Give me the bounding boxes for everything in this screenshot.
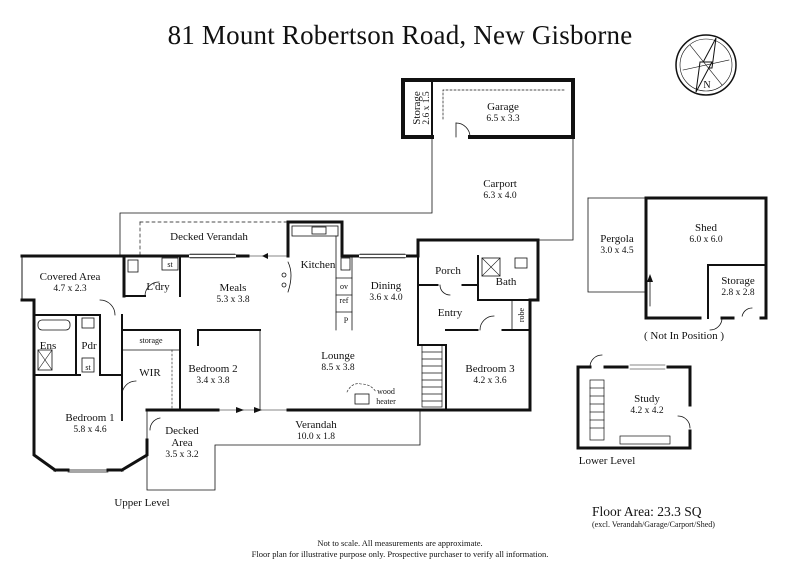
room-storage-shed-name: Storage <box>721 275 755 287</box>
room-storage-top-dim: 2.6 x 1.5 <box>422 91 432 125</box>
laundry-walls <box>122 254 181 298</box>
room-carport-dim: 6.3 x 4.0 <box>483 191 517 201</box>
room-verandah-dim: 10.0 x 1.8 <box>297 432 335 442</box>
label-ref: ref <box>340 296 349 305</box>
room-bath-name: Bath <box>496 276 517 288</box>
room-dining-name: Dining <box>371 280 402 292</box>
room-pergola-name: Pergola <box>600 233 634 245</box>
note-not-in-position: ( Not In Position ) <box>644 330 724 342</box>
disclaimer: Not to scale. All measurements are appro… <box>0 538 800 560</box>
room-dining-dim: 3.6 x 4.0 <box>369 293 403 303</box>
room-entry-name: Entry <box>438 307 463 319</box>
label-ov: ov <box>340 282 348 291</box>
label-storage: storage <box>139 336 163 345</box>
room-bedroom3-dim: 4.2 x 3.6 <box>473 376 507 386</box>
room-bedroom2-dim: 3.4 x 3.8 <box>196 376 230 386</box>
room-study-dim: 4.2 x 4.2 <box>630 406 664 416</box>
room-lounge-dim: 8.5 x 3.8 <box>321 363 355 373</box>
room-shed-name: Shed <box>695 222 718 234</box>
room-wir-name: WIR <box>139 367 161 379</box>
room-shed-dim: 6.0 x 6.0 <box>689 235 723 245</box>
room-pdr-name: Pdr <box>81 340 97 352</box>
room-meals-dim: 5.3 x 3.8 <box>216 295 250 305</box>
floor-area: Floor Area: 23.3 SQ <box>592 504 702 519</box>
room-covered-area-dim: 4.7 x 2.3 <box>53 284 87 294</box>
room-covered-area-name: Covered Area <box>40 271 101 283</box>
note-upper-level: Upper Level <box>114 497 169 509</box>
room-bedroom1-dim: 5.8 x 4.6 <box>73 425 107 435</box>
room-bedroom1-name: Bedroom 1 <box>65 412 114 424</box>
room-lounge-name: Lounge <box>321 350 355 362</box>
label-heater: heater <box>376 397 396 406</box>
room-kitchen-name: Kitchen <box>301 259 336 271</box>
label-st-laundry: st <box>167 260 173 269</box>
compass-icon <box>675 34 737 96</box>
room-laundry-name: L'dry <box>146 281 170 293</box>
room-meals-name: Meals <box>220 282 247 294</box>
compass-letter: N <box>703 80 710 91</box>
room-bedroom3-name: Bedroom 3 <box>465 363 515 375</box>
room-ens-name: Ens <box>40 340 57 352</box>
shed-walls <box>587 196 768 331</box>
room-verandah-name: Verandah <box>295 419 337 431</box>
disclaimer-line2: Floor plan for illustrative purpose only… <box>251 549 549 559</box>
disclaimer-line1: Not to scale. All measurements are appro… <box>317 538 483 548</box>
room-storage-top-name: Storage <box>411 91 423 125</box>
room-porch-name: Porch <box>435 265 461 277</box>
carport-outline <box>119 136 433 257</box>
room-decked-area-dim: 3.5 x 3.2 <box>165 450 199 460</box>
room-garage-dim: 6.5 x 3.3 <box>486 114 520 124</box>
room-decked-area-name: Decked <box>165 425 199 437</box>
study-walls <box>576 354 692 450</box>
plan-title: 81 Mount Robertson Road, New Gisborne <box>167 20 633 50</box>
label-st-pdr: st <box>85 363 91 372</box>
garage-walls <box>401 78 575 139</box>
room-carport-name: Carport <box>483 178 517 190</box>
room-decked-verandah-name: Decked Verandah <box>170 231 248 243</box>
room-pergola-dim: 3.0 x 4.5 <box>600 246 634 256</box>
room-decked-area-name2: Area <box>171 437 192 449</box>
label-robe: robe <box>517 307 526 322</box>
label-wood: wood <box>377 387 395 396</box>
floor-area-note: (excl. Verandah/Garage/Carport/Shed) <box>592 520 715 529</box>
note-lower-level: Lower Level <box>579 455 636 467</box>
room-study-name: Study <box>634 393 660 405</box>
stairs-main <box>421 344 443 408</box>
room-bedroom2-name: Bedroom 2 <box>188 363 237 375</box>
room-garage-name: Garage <box>487 101 519 113</box>
label-pantry: P <box>344 316 349 325</box>
kitchen-fittings <box>281 225 353 331</box>
room-storage-shed-dim: 2.8 x 2.8 <box>721 288 755 298</box>
